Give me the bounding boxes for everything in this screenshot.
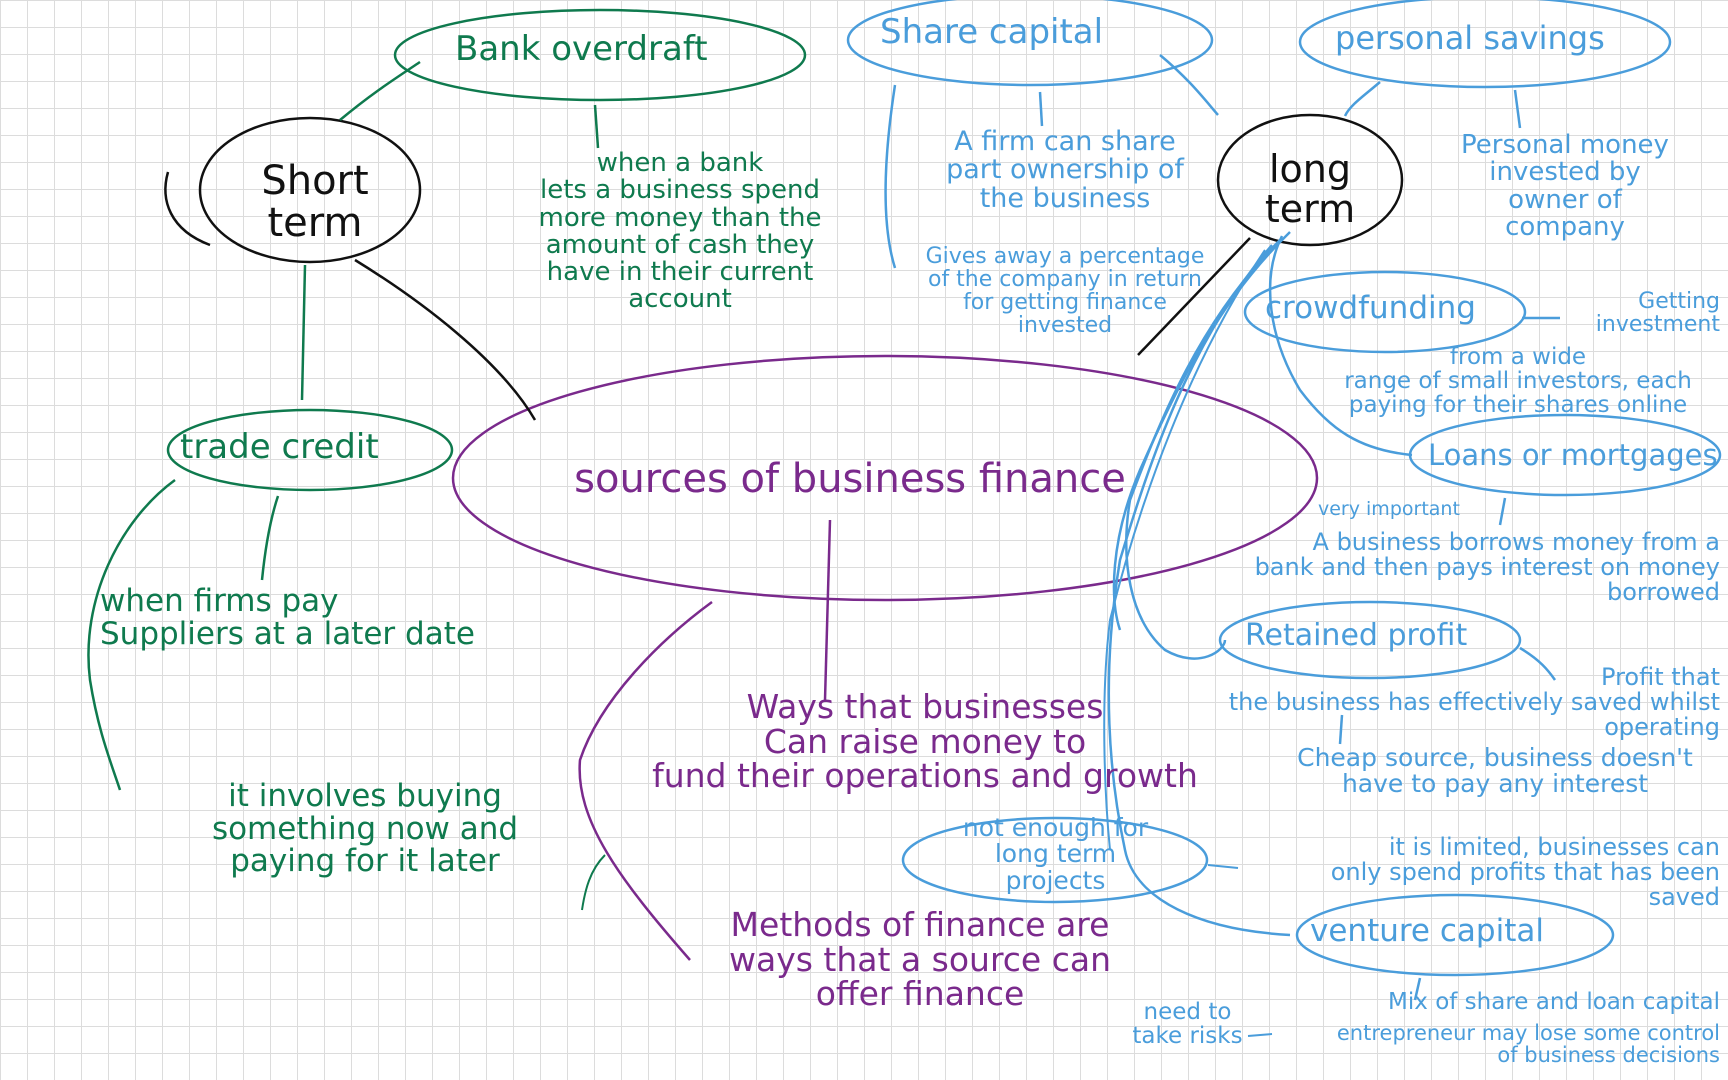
not-enough-oval	[901, 816, 1209, 904]
long-term-loop-d	[1103, 249, 1266, 851]
long-term-loop-c	[1107, 244, 1291, 937]
bank-overdraft-oval	[393, 8, 807, 102]
loans-very-important: very important	[1318, 498, 1460, 520]
venture-capital-oval	[1295, 893, 1615, 977]
share-capital-stem	[1038, 91, 1044, 127]
crowdfunding-note-b: from a wide range of small investors, ea…	[1344, 344, 1692, 419]
need-risks-note: need to take risks	[1132, 999, 1243, 1050]
central-methods: Methods of finance are ways that a sourc…	[729, 905, 1111, 1014]
retained-profit-right	[1519, 646, 1557, 681]
overdraft-stem	[593, 104, 600, 149]
short-term-tail	[164, 171, 211, 247]
personal-savings-oval	[1298, 0, 1672, 89]
not-enough-note: not enough for long term projects	[962, 813, 1149, 895]
long-term-to-center	[1137, 237, 1251, 356]
venture-capital-stem	[1413, 977, 1422, 1001]
retained-profit-title: Retained profit	[1245, 618, 1468, 653]
share-capital-right	[1159, 54, 1219, 116]
loans-note: A business borrows money from a bank and…	[1254, 528, 1720, 607]
retained-profit-stem	[1338, 714, 1344, 745]
long-term-to-loans	[1268, 235, 1413, 457]
short-term-circle	[198, 116, 422, 264]
share-capital-oval	[846, 0, 1214, 87]
trade-credit-oval	[166, 408, 454, 492]
long-term-circle	[1216, 113, 1404, 247]
bank-overdraft-title: Bank overdraft	[455, 29, 708, 69]
later-curve	[581, 854, 606, 911]
short-term-to-overdraft	[339, 60, 421, 121]
trade-credit-curve	[87, 478, 176, 791]
trade-credit-note: when firms pay Suppliers at a later date	[100, 583, 475, 652]
central-title: sources of business finance	[574, 456, 1126, 502]
not-enough-to-limited	[1207, 864, 1239, 869]
central-stem	[823, 519, 832, 701]
personal-savings-stem	[1513, 89, 1522, 129]
personal-savings-note: Personal money invested by owner of comp…	[1461, 130, 1669, 242]
retained-profit-note-b: Cheap source, business doesn't have to p…	[1297, 743, 1693, 799]
trade-credit-note2: it involves buying something now and pay…	[211, 778, 519, 880]
retained-profit-oval	[1218, 600, 1522, 680]
retained-profit-note-a: Profit that the business has effectively…	[1228, 663, 1720, 742]
central-definition: Ways that businesses Can raise money to …	[652, 687, 1198, 796]
short-term-label: Short term	[261, 158, 369, 246]
crowdfunding-title: crowdfunding	[1265, 290, 1476, 326]
loans-title: Loans or mortgages	[1428, 438, 1718, 472]
central-oval	[451, 354, 1319, 602]
bank-overdraft-note: when a bank lets a business spend more m…	[538, 148, 822, 315]
venture-capital-title: venture capital	[1310, 913, 1544, 949]
share-capital-note2: Gives away a percentage of the company i…	[925, 244, 1205, 339]
trade-credit-stem	[260, 495, 280, 581]
central-methods-curve	[578, 600, 713, 961]
short-term-to-trade	[300, 264, 307, 401]
venture-capital-note2: entrepreneur may lose some control of bu…	[1336, 1021, 1720, 1068]
loans-stem	[1498, 497, 1507, 526]
crowdfunding-note-a: Getting investment	[1595, 289, 1720, 338]
share-capital-note: A firm can share part ownership of the b…	[946, 126, 1184, 214]
venture-capital-note: Mix of share and loan capital	[1388, 989, 1720, 1015]
long-term-label: long term	[1264, 147, 1356, 231]
personal-savings-to-long	[1343, 81, 1381, 117]
risks-to-entrepreneur	[1247, 1033, 1273, 1037]
short-term-to-center	[354, 258, 537, 421]
share-capital-left	[884, 84, 897, 269]
personal-savings-title: personal savings	[1335, 19, 1605, 57]
share-capital-title: Share capital	[880, 12, 1104, 52]
crowdfunding-oval	[1243, 270, 1527, 354]
limited-note: it is limited, businesses can only spend…	[1330, 833, 1720, 912]
trade-credit-title: trade credit	[180, 427, 379, 467]
